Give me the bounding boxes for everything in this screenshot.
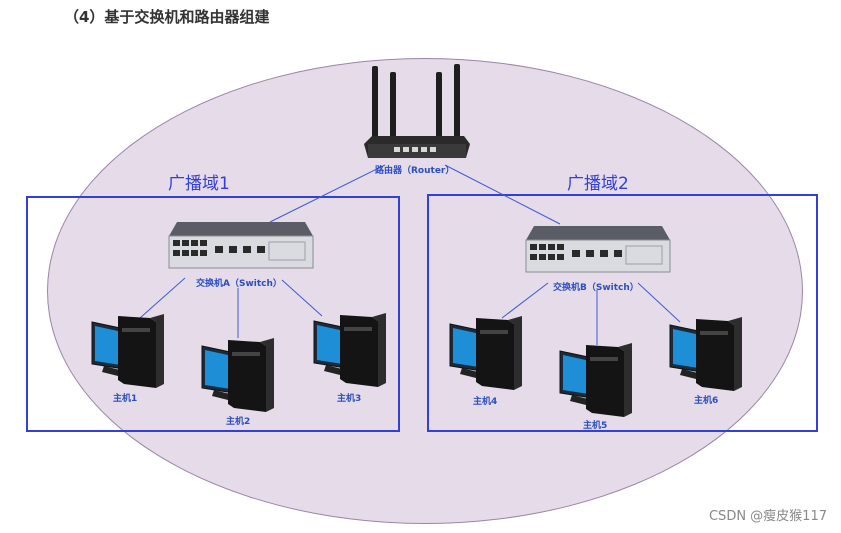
broadcast-domain-2-box: [427, 194, 818, 432]
desktop-computer-icon: [669, 317, 742, 391]
router-label: 路由器（Router）: [375, 166, 455, 176]
broadcast-domain-2-label: 广播域2: [567, 174, 629, 194]
host-1-label: 主机1: [113, 394, 138, 404]
desktop-computer-icon: [449, 316, 522, 390]
switch-a-icon: [168, 222, 314, 269]
desktop-computer-icon: [313, 313, 386, 387]
link-router-switch-b: [444, 164, 561, 225]
broadcast-domain-1-box: [26, 196, 400, 432]
broadcast-domain-1-label: 广播域1: [168, 174, 230, 194]
link-switch-a-host-1: [139, 277, 186, 319]
desktop-computer-icon: [201, 338, 274, 412]
host-4-label: 主机4: [473, 397, 498, 407]
desktop-computer-icon: [559, 343, 632, 417]
host-3-label: 主机3: [337, 394, 362, 404]
switch-b-label: 交换机B（Switch）: [553, 283, 639, 293]
host-2-label: 主机2: [226, 417, 251, 427]
host-6-label: 主机6: [694, 396, 719, 406]
router-icon: [364, 64, 470, 158]
switch-a-label: 交换机A（Switch）: [196, 279, 282, 289]
link-switch-b-host-6: [637, 282, 681, 323]
link-switch-a-host-3: [281, 279, 323, 317]
page-title: （4）基于交换机和路由器组建: [64, 8, 270, 26]
network-ellipse: [47, 58, 803, 524]
watermark: CSDN @瘦皮猴117: [708, 509, 827, 524]
link-router-switch-a: [269, 164, 386, 223]
desktop-computer-icon: [91, 314, 164, 388]
host-5-label: 主机5: [583, 421, 608, 431]
switch-b-icon: [525, 226, 671, 273]
link-switch-b-host-4: [501, 282, 549, 319]
